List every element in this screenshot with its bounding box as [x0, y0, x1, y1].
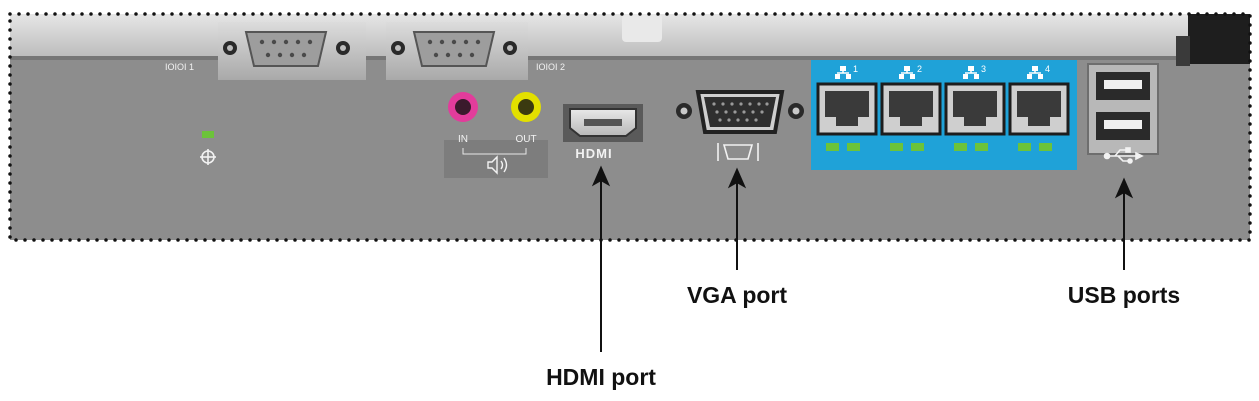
hdmi-logo: HDMI — [575, 146, 612, 161]
panel-edge — [10, 56, 1250, 60]
usb-ports — [1087, 63, 1159, 164]
hdmi-callout-label: HDMI port — [546, 364, 656, 390]
hdmi-arrow-head — [591, 165, 611, 187]
vga-screw-left-core — [680, 107, 688, 115]
lan-led-activity — [847, 143, 860, 151]
dotted-boundary — [8, 12, 1252, 242]
serial-port-1: IOIOI 1 — [165, 22, 366, 80]
vga-callout-label: VGA port — [686, 282, 788, 308]
audio-out-label: OUT — [515, 134, 536, 145]
network-icon — [963, 66, 979, 79]
serial-screw-2b-core — [507, 45, 513, 51]
lan-jack-socket — [825, 91, 869, 126]
lan-jack-socket — [889, 91, 933, 126]
serial-screw-1a-core — [227, 45, 233, 51]
power-icon — [200, 149, 216, 165]
lan-port-3: 3 — [944, 64, 1006, 151]
serial-screw-2a-core — [395, 45, 401, 51]
serial-pins-2 — [427, 39, 481, 58]
audio-bracket — [462, 148, 527, 155]
lan-port-number: 2 — [917, 64, 922, 74]
lan-led-activity — [975, 143, 988, 151]
lan-port-2: 2 — [880, 64, 942, 151]
audio-jacks: IN OUT — [444, 92, 548, 178]
lan-port-number: 3 — [981, 64, 986, 74]
callout-arrows — [591, 165, 1134, 352]
serial-2-label: IOIOI 2 — [536, 62, 565, 72]
vga-screw-right-core — [792, 107, 800, 115]
vga-port — [676, 90, 804, 161]
lan-led-link — [890, 143, 903, 151]
hdmi-port: HDMI — [563, 104, 643, 161]
panel-top-notch — [622, 14, 662, 42]
serial-pins-1 — [259, 39, 313, 58]
lan-led-link — [826, 143, 839, 151]
usb-callout-label: USB ports — [1067, 282, 1181, 308]
audio-in-label: IN — [458, 134, 468, 145]
audio-in-hole — [455, 99, 471, 115]
lan-jack-socket — [1017, 91, 1061, 126]
serial-1-label: IOIOI 1 — [165, 62, 194, 72]
usb-icon — [1103, 147, 1144, 164]
lan-port-number: 4 — [1045, 64, 1050, 74]
lan-port-1: 1 — [816, 64, 878, 151]
lan-port-list: 1 2 3 4 — [816, 64, 1070, 151]
vga-arrow-head — [727, 167, 747, 189]
power-led — [202, 131, 214, 138]
speaker-icon — [487, 155, 508, 175]
lan-port-number: 1 — [853, 64, 858, 74]
lan-led-link — [1018, 143, 1031, 151]
lan-port-4: 4 — [1008, 64, 1070, 151]
panel-corner-latch — [1176, 36, 1190, 66]
power-indicator — [200, 131, 216, 165]
usb-arrow-head — [1114, 177, 1134, 199]
serial-shell-2 — [412, 31, 496, 67]
serial-port-2: IOIOI 2 — [386, 22, 565, 80]
audio-out-hole — [518, 99, 534, 115]
serial-screw-1b-core — [340, 45, 346, 51]
panel-corner-block — [1188, 14, 1250, 64]
network-icon — [1027, 66, 1043, 79]
network-icon — [899, 66, 915, 79]
lan-jack-socket — [953, 91, 997, 126]
lan-led-link — [954, 143, 967, 151]
network-icon — [835, 66, 851, 79]
lan-led-activity — [1039, 143, 1052, 151]
lan-led-activity — [911, 143, 924, 151]
usb-port-top-tongue — [1104, 80, 1142, 89]
serial-shell-1 — [244, 31, 328, 67]
hdmi-slot — [584, 119, 622, 126]
usb-port-bottom-tongue — [1104, 120, 1142, 129]
vga-pins — [712, 102, 769, 122]
vga-icon — [717, 143, 759, 161]
vga-face — [704, 97, 776, 127]
